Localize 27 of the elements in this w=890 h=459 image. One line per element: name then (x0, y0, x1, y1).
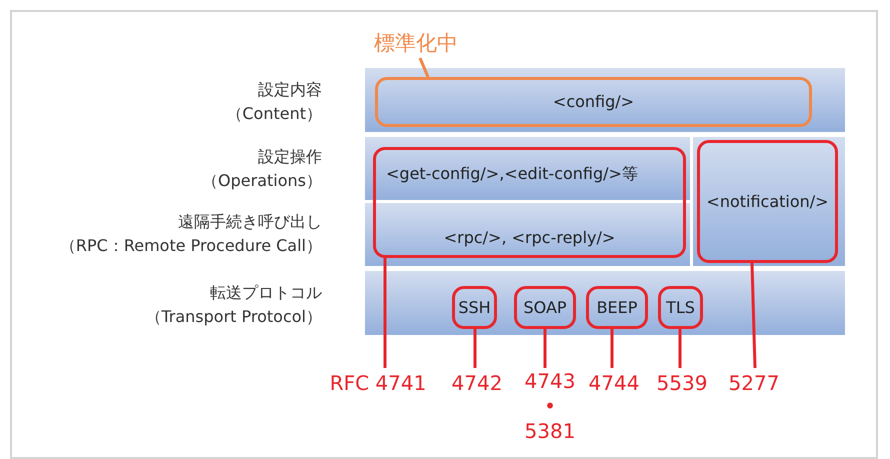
protocol-box: TLS (658, 286, 703, 329)
element-box: <config/> (375, 77, 812, 127)
leader-line (544, 329, 546, 368)
rfc-number: 5277 (727, 368, 781, 398)
rfc-number: 4743 • 5381 (520, 368, 580, 444)
protocol-box: SOAP (514, 286, 576, 329)
element-label: <get-config/>,<edit-config/>等 (386, 164, 638, 185)
protocol-box: SSH (452, 286, 497, 329)
rfc-number: 4744 (587, 368, 641, 398)
leader-line (750, 262, 756, 368)
annotation-text: 標準化中 (368, 28, 464, 58)
leader-line (474, 329, 476, 368)
leader-line (418, 57, 430, 78)
element-box: <notification/> (697, 140, 838, 263)
layer-label: 転送プロトコル（Transport Protocol） (144, 282, 322, 328)
leader-line (384, 258, 386, 368)
rfc-number: 4742 (450, 368, 504, 398)
element-box (373, 147, 686, 258)
leader-line (610, 329, 614, 368)
layer-label: 設定操作（Operations） (201, 146, 322, 192)
rfc-number: RFC 4741 (326, 368, 430, 398)
leader-line (678, 329, 682, 368)
rfc-number: 5539 (655, 368, 709, 398)
element-label: <rpc/>, <rpc-reply/> (442, 228, 616, 247)
protocol-box: BEEP (586, 286, 648, 329)
layer-label: 設定内容（Content） (225, 79, 322, 125)
layer-label: 遠隔手続き呼び出し（RPC：Remote Procedure Call） (58, 211, 322, 257)
